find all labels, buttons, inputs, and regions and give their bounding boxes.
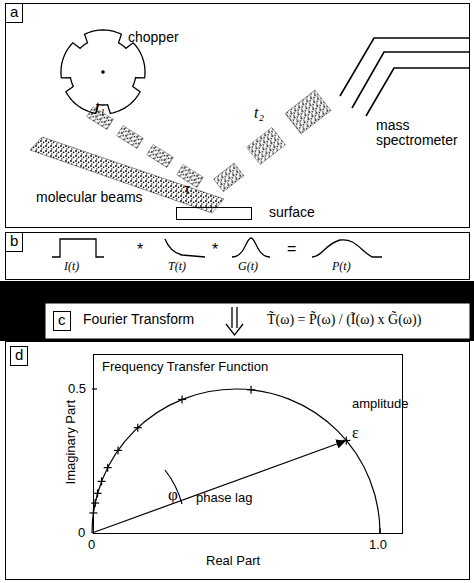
- signal-name: T(t): [168, 260, 186, 273]
- time-label: t₂: [254, 104, 264, 122]
- data-cross: [250, 386, 251, 394]
- data-cross: [107, 464, 108, 472]
- panel-c: c Fourier Transform T̃(ω) = P̃(ω) / (Ĩ(ω) …: [45, 303, 470, 339]
- time-label: t₁: [95, 98, 105, 116]
- molecular-beam: [30, 137, 224, 213]
- operator: =: [287, 240, 296, 258]
- transfer-plot: [92, 389, 380, 533]
- formula: T̃(ω) = P̃(ω) / (Ĩ(ω) x G̃(ω)): [267, 312, 421, 327]
- surface-label: surface: [269, 205, 315, 220]
- panel-letter: d: [10, 346, 28, 366]
- annotation: phase lag: [196, 491, 252, 505]
- panel-letter: b: [5, 232, 23, 252]
- axis-tick: 1.0: [369, 538, 387, 552]
- amplitude-vector: [92, 441, 345, 533]
- data-cross: [346, 436, 347, 444]
- beam-pulses: [87, 90, 331, 192]
- operator: *: [137, 241, 143, 259]
- axis-title: Imaginary Part: [64, 392, 78, 492]
- data-cross: [95, 499, 96, 507]
- panel-letter: a: [5, 3, 23, 23]
- annotation: amplitude: [352, 397, 408, 411]
- part-label: mass spectrometer: [376, 118, 466, 149]
- data-cross: [181, 395, 182, 403]
- chopper-axis: [101, 70, 105, 74]
- symbol: ε: [352, 424, 359, 442]
- signal-name: G(t): [238, 260, 258, 273]
- surface-plate: surface: [176, 207, 252, 220]
- mass-spectrometer: [340, 38, 470, 116]
- signal-name: P(t): [332, 260, 351, 273]
- data-cross: [97, 489, 98, 497]
- data-cross: [117, 446, 118, 454]
- plot-title: Frequency Transfer Function: [102, 360, 268, 374]
- data-cross: [137, 424, 138, 432]
- step-label: Fourier Transform: [83, 312, 194, 327]
- panel-letter: c: [53, 311, 71, 331]
- symbol: φ: [168, 486, 178, 505]
- data-marks: [89, 386, 350, 517]
- plot-frame: Frequency Transfer Function: [93, 354, 403, 534]
- part-label: molecular beams: [36, 190, 143, 205]
- axis-tick: 0: [78, 526, 85, 540]
- signal-name: I(t): [64, 260, 79, 273]
- down-arrow: [226, 307, 243, 335]
- axis-title: Real Part: [206, 554, 260, 568]
- axis-tick: 0.5: [68, 382, 86, 396]
- part-label: chopper: [128, 30, 179, 45]
- data-cross: [101, 477, 102, 485]
- panel-c-ground: [45, 303, 470, 339]
- axis-tick: 0: [88, 538, 95, 552]
- time-label: τ: [184, 180, 190, 198]
- black-band: [0, 281, 474, 341]
- operator: *: [212, 241, 218, 259]
